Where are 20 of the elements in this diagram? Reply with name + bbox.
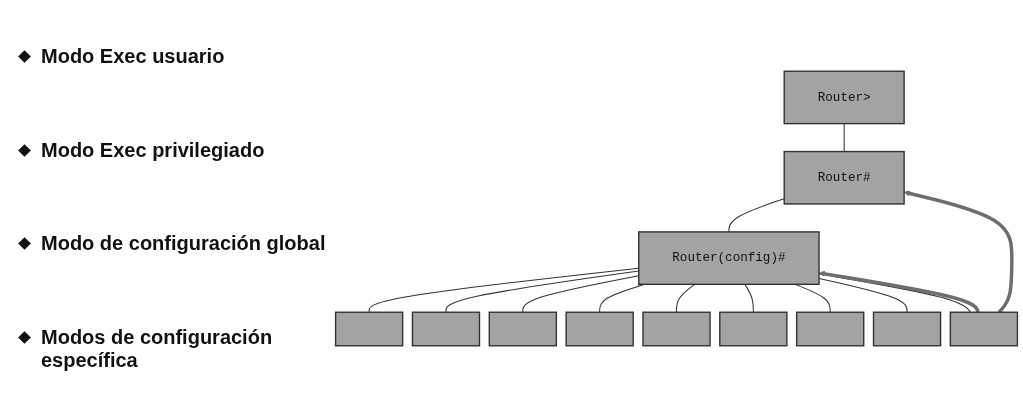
connector [728, 198, 785, 233]
node-box [642, 311, 711, 347]
node-box: Router(config)# [638, 231, 820, 285]
node-box: Router> [783, 70, 905, 125]
node-box [411, 311, 481, 347]
node-box [334, 311, 404, 347]
mode-label: Modo de configuración global [41, 232, 326, 256]
node-box [872, 311, 942, 347]
connector [744, 283, 754, 313]
node-box [488, 311, 558, 347]
connector [675, 283, 696, 313]
mode-label: Modo Exec privilegiado [41, 138, 265, 162]
node-box [949, 311, 1019, 347]
mode-label: Modo Exec usuario [41, 45, 225, 69]
node-box [719, 311, 788, 347]
node-box [795, 311, 865, 347]
node-box [565, 311, 634, 347]
node-box: Router# [783, 150, 905, 205]
connector [843, 123, 845, 153]
mode-label: Modos de configuración específica [41, 325, 274, 372]
